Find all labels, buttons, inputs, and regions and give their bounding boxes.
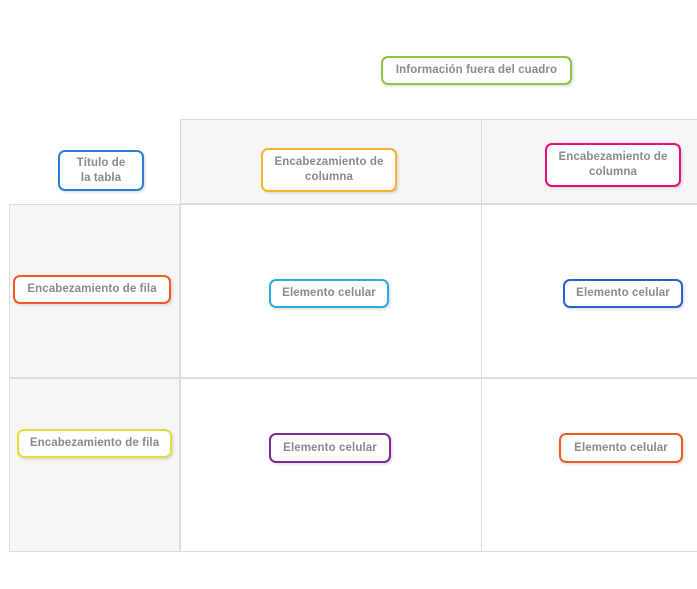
badge-cell-item-1[interactable]: Elemento celular [269, 279, 389, 308]
badge-cell-item-2[interactable]: Elemento celular [563, 279, 683, 308]
badge-row-header-1[interactable]: Encabezamiento de fila [13, 275, 171, 304]
badge-column-header-1[interactable]: Encabezamiento de columna [261, 148, 397, 192]
body-cell-r2c2[interactable] [481, 378, 697, 552]
badge-row-header-2[interactable]: Encabezamiento de fila [17, 429, 172, 458]
badge-table-title[interactable]: Título de la tabla [58, 150, 144, 191]
badge-out-of-table-info[interactable]: Información fuera del cuadro [381, 56, 572, 85]
badge-cell-item-4[interactable]: Elemento celular [559, 433, 683, 463]
row-header-cell-2[interactable] [9, 378, 180, 552]
badge-cell-item-3[interactable]: Elemento celular [269, 433, 391, 463]
badge-column-header-2[interactable]: Encabezamiento de columna [545, 143, 681, 187]
body-cell-r2c1[interactable] [180, 378, 482, 552]
